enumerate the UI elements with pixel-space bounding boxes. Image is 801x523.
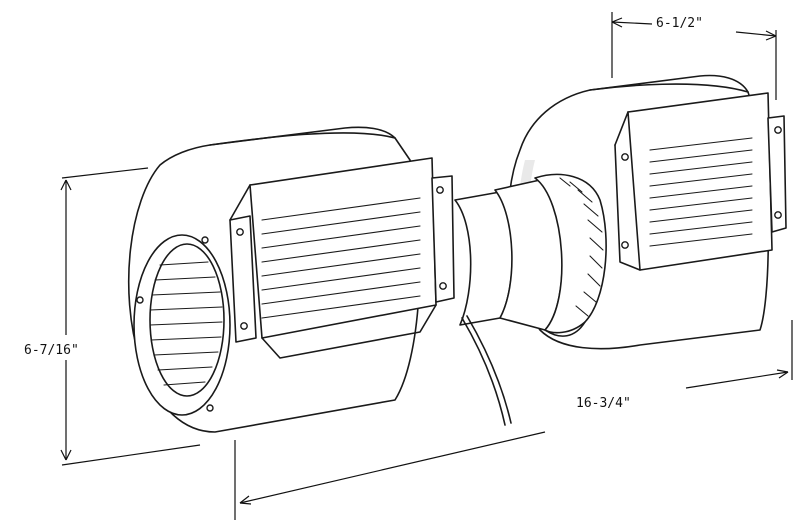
motor-cooling-fins xyxy=(559,177,604,317)
height-label: 6-7/16" xyxy=(24,343,79,358)
left-blower-housing xyxy=(127,126,455,433)
right-outlet-louvers xyxy=(649,137,753,247)
length-dimension xyxy=(234,320,793,520)
depth-label: 6-1/2" xyxy=(656,16,703,31)
left-inlet-ring xyxy=(133,234,231,416)
motor xyxy=(454,173,607,426)
height-dimension xyxy=(60,167,201,466)
depth-dimension xyxy=(611,12,777,100)
left-inlet-grille xyxy=(149,261,223,386)
length-label: 16-3/4" xyxy=(576,396,631,411)
left-outlet-louvers xyxy=(261,197,421,319)
